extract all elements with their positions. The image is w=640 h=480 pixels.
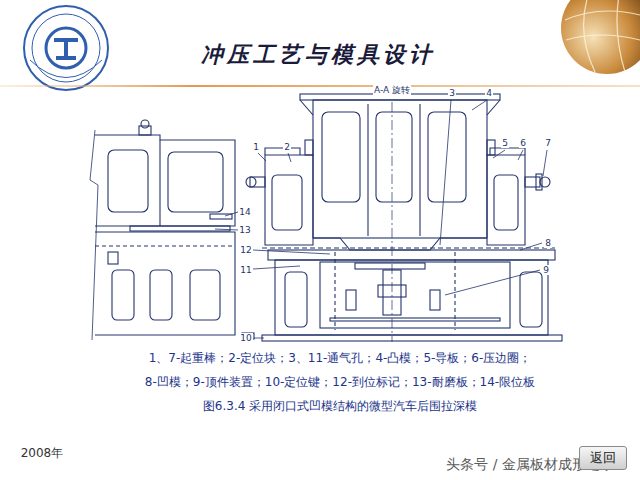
section-label: A-A 旋转 (373, 85, 411, 95)
callout-number: 11 (239, 265, 252, 275)
callout-number: 6 (519, 138, 527, 148)
callout-number: 12 (239, 245, 252, 255)
leader-lines (215, 100, 547, 338)
slide-title: 冲压工艺与模具设计 (201, 42, 435, 67)
callout-number: 5 (501, 138, 509, 148)
callout-number: 3 (448, 88, 456, 98)
parts-key: 8-凹模；9-顶件装置；10-定位键；12-到位标记；13-耐磨板；14-限位板 (144, 376, 536, 390)
callout-number: 10 (239, 333, 252, 343)
header-rule (0, 85, 640, 87)
callout-number: 9 (542, 265, 550, 275)
callout-number: 8 (544, 238, 552, 248)
callout-number: 1 (252, 142, 260, 152)
globe-icon (561, 0, 640, 74)
figure-caption: 图6.3.4 采用闭口式凹模结构的微型汽车后围拉深模 (203, 400, 477, 414)
parts-key: 1、7-起重棒；2-定位块；3、11-通气孔；4-凸模；5-导板；6-压边圈； (148, 352, 533, 366)
callout-number: 2 (283, 142, 291, 152)
callout-number: 7 (544, 138, 552, 148)
callout-number: 4 (485, 88, 493, 98)
callout-number: 14 (238, 207, 251, 217)
school-logo (24, 6, 108, 90)
button-text: 返回 (590, 449, 616, 467)
back-button: 返回 (579, 446, 627, 470)
date-label: 2008年 (20, 447, 65, 461)
left-view (90, 120, 235, 340)
callout-number: 13 (238, 225, 251, 235)
main-view (242, 94, 562, 342)
